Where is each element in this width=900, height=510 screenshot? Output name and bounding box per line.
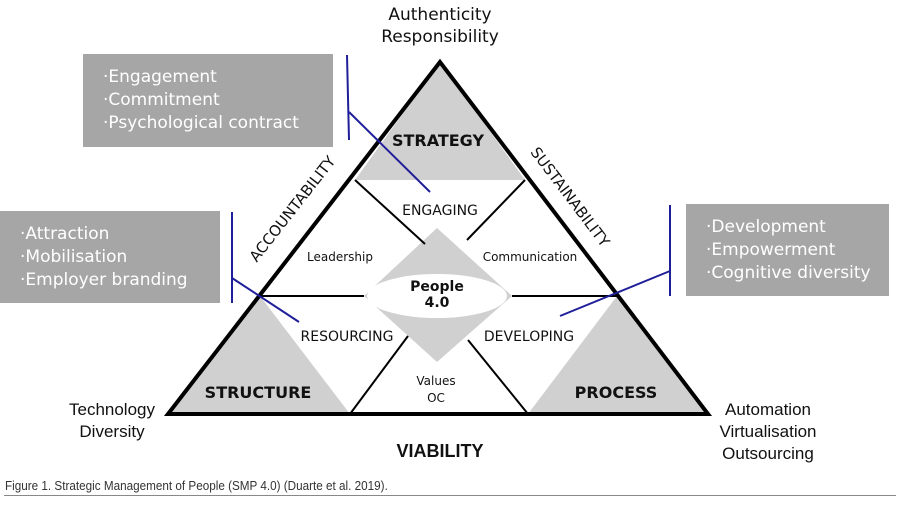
structure-box: ·Attraction ·Mobilisation ·Employer bran… (0, 211, 220, 303)
center-line: People (410, 279, 464, 295)
values-line: Values (416, 374, 456, 388)
inner-line (467, 339, 529, 415)
values-line: OC (427, 391, 445, 405)
box-item: ·Psychological contract (103, 113, 299, 133)
left-label-line: Diversity (79, 422, 145, 441)
box-item: ·Employer branding (20, 270, 188, 290)
box-item: ·Attraction (20, 224, 110, 244)
inner-line (349, 335, 409, 415)
developing-label: DEVELOPING (483, 329, 575, 345)
communication-label: Communication (482, 250, 578, 264)
strategy-box: ·Engagement ·Commitment ·Psychological c… (83, 54, 333, 147)
strategy-corner (355, 62, 525, 180)
process-box: ·Development ·Empowerment ·Cognitive div… (686, 204, 889, 296)
box-item: ·Mobilisation (20, 247, 128, 267)
box-item: ·Development (706, 217, 826, 237)
process-corner (528, 296, 708, 414)
structure-title: STRUCTURE (204, 383, 312, 402)
inner-line (466, 179, 526, 241)
box-item: ·Engagement (103, 67, 217, 87)
box-item: ·Cognitive diversity (706, 263, 871, 283)
center-ellipse (367, 274, 507, 318)
figure-caption: Figure 1. Strategic Management of People… (5, 478, 388, 493)
connector-bracket (346, 54, 350, 141)
connector-line (348, 111, 431, 193)
strategy-title: STRATEGY (391, 131, 485, 150)
right-label-line: Virtualisation (719, 422, 817, 441)
apex-label-line: Authenticity (388, 5, 492, 25)
leadership-label: Leadership (307, 250, 373, 264)
box-item: ·Empowerment (706, 240, 836, 260)
left-corner-label: Technology Diversity (52, 399, 172, 443)
engaging-label: ENGAGING (402, 203, 478, 219)
apex-label: Authenticity Responsibility (340, 4, 540, 48)
viability-label: VIABILITY (396, 441, 484, 461)
box-item: ·Commitment (103, 90, 220, 110)
caption-rule (4, 495, 896, 496)
connector-line (559, 270, 671, 317)
values-label: Values OC (396, 373, 476, 407)
resourcing-label: RESOURCING (300, 329, 394, 345)
connector-line (231, 277, 300, 323)
apex-label-line: Responsibility (381, 27, 499, 47)
right-corner-label: Automation Virtualisation Outsourcing (708, 399, 828, 465)
structure-corner (168, 296, 350, 414)
center-line: 4.0 (424, 295, 450, 311)
outer-triangle (163, 58, 713, 416)
center-label: People 4.0 (397, 279, 477, 311)
inner-line (354, 179, 426, 245)
right-label-line: Automation (725, 400, 811, 419)
right-label-line: Outsourcing (722, 444, 814, 463)
left-label-line: Technology (68, 400, 155, 419)
process-title: PROCESS (574, 383, 658, 402)
